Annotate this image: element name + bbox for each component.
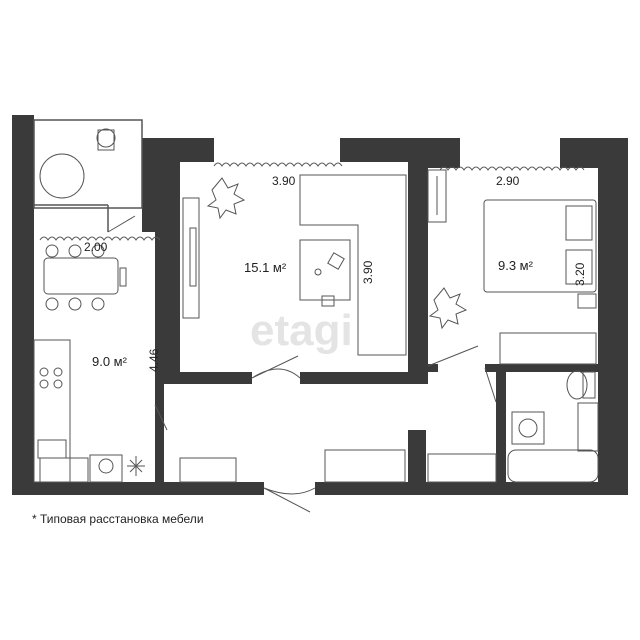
kitchen-area-label: 9.0 м² xyxy=(92,354,128,369)
watermark: etagi xyxy=(250,306,353,355)
toilet xyxy=(566,370,588,400)
bedroom-width-label: 2.90 xyxy=(496,174,520,188)
washing-machine xyxy=(89,454,123,483)
hall-cabinet xyxy=(427,453,497,483)
windows xyxy=(39,162,585,241)
kitchen-length-label: 4.46 xyxy=(147,348,161,372)
hall-wardrobe xyxy=(324,449,406,483)
living-room-area-label: 15.1 м² xyxy=(244,260,287,275)
bedroom-furniture xyxy=(427,169,597,365)
doors xyxy=(107,215,497,513)
balcony-chair-frame xyxy=(97,129,115,151)
bathroom-sink xyxy=(511,411,545,445)
bedside-table xyxy=(577,293,597,309)
living-room-width-label: 3.90 xyxy=(272,174,296,188)
living-room-length-label: 3.90 xyxy=(361,260,375,284)
walls xyxy=(12,115,628,495)
balcony-chair xyxy=(96,128,116,148)
kitchen-dining-table xyxy=(43,257,119,295)
plant-icon xyxy=(206,177,246,220)
wardrobe xyxy=(427,169,447,223)
double-bed xyxy=(483,199,597,293)
bedroom-length-label: 3.20 xyxy=(573,262,587,286)
kitchen-counter xyxy=(33,339,71,483)
kitchen-sink xyxy=(37,439,67,459)
balcony-outline xyxy=(33,119,143,232)
balcony-round-table xyxy=(39,153,85,199)
bathroom-fixtures xyxy=(507,370,599,483)
bathtub xyxy=(507,449,599,483)
tv-stand xyxy=(182,197,200,319)
plant-icon xyxy=(428,287,468,330)
bedroom-dresser xyxy=(499,332,597,365)
bedroom-area-label: 9.3 м² xyxy=(498,258,534,273)
hallway-furniture xyxy=(179,449,497,483)
bathroom-cabinet xyxy=(577,402,599,452)
corner-sofa xyxy=(299,174,407,356)
kitchen-furniture xyxy=(33,244,145,483)
furniture-footnote: * Типовая расстановка мебели xyxy=(32,512,204,526)
hall-bench xyxy=(179,457,237,483)
living-room-furniture xyxy=(182,174,407,356)
kitchen-width-label: 2.00 xyxy=(84,240,108,254)
coffee-table xyxy=(299,239,351,301)
